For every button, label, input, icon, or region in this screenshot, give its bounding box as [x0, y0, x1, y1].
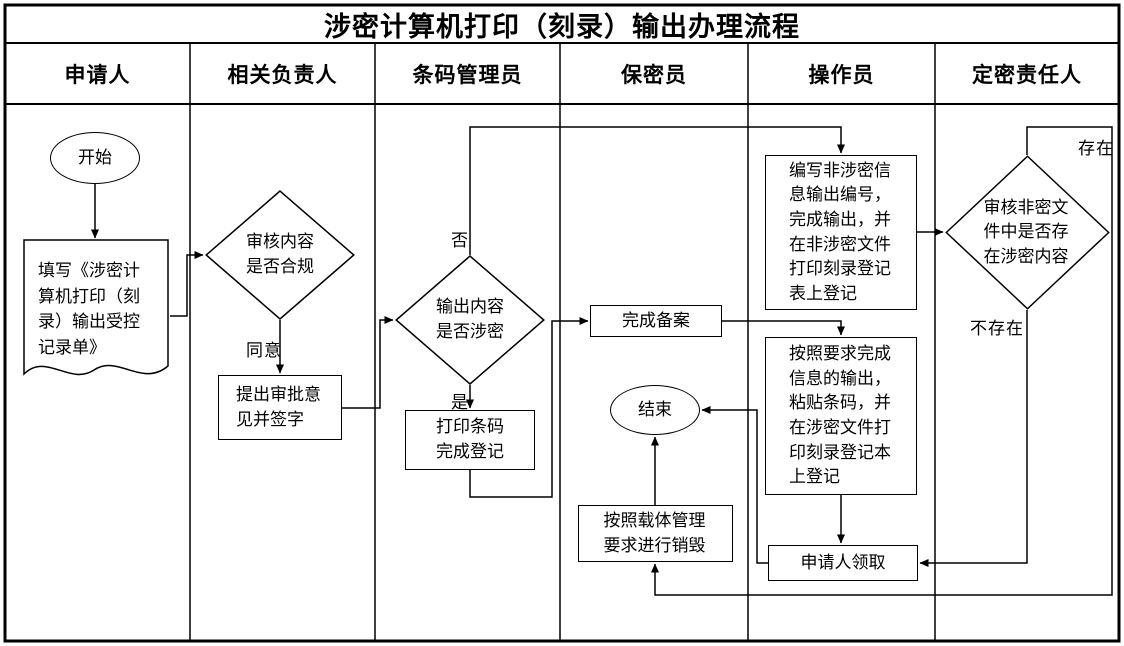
node-print-barcode: 打印条码完成登记 — [405, 410, 535, 470]
edge-approvalsign-to-isclassified — [342, 316, 394, 409]
node-print-barcode-label: 打印条码完成登记 — [436, 417, 504, 461]
node-fill-form-document: 填写《涉密计算机打印（刻录）输出受控记录单》 — [22, 238, 170, 394]
edge-label-exists: 存在 — [1078, 139, 1114, 158]
node-approval-sign-label: 提出审批意见并签字 — [236, 384, 321, 429]
edge-collect-to-end — [701, 406, 768, 564]
node-is-classified-decision: 输出内容是否涉密 — [395, 255, 545, 385]
edge-filing-to-classified-output — [722, 320, 845, 336]
node-review-compliance-label: 审核内容是否合规 — [246, 232, 314, 276]
diamond-shape-icon — [395, 255, 545, 385]
diamond-shape-icon — [945, 155, 1110, 310]
node-filing-label: 完成备案 — [622, 310, 690, 330]
node-end-terminator: 结束 — [610, 385, 700, 435]
lane-header-barcode-admin: 条码管理员 — [412, 63, 523, 87]
node-review-compliance-decision: 审核内容是否合规 — [205, 190, 355, 320]
lane-header-applicant: 申请人 — [64, 63, 131, 87]
node-review-secret-content-decision: 审核非密文件中是否存在涉密内容 — [945, 155, 1110, 310]
document-shape-icon — [23, 239, 169, 376]
node-nonclassified-output-label: 编写非涉密信息输出编号，完成输出，并在非涉密文件打印刻录登记表上登记 — [789, 160, 891, 303]
node-is-classified-label: 输出内容是否涉密 — [436, 297, 504, 341]
diamond-shape-icon — [205, 190, 355, 320]
node-applicant-collect-label: 申请人领取 — [800, 552, 886, 572]
lane-header-operator: 操作员 — [808, 63, 875, 87]
node-start-label: 开始 — [78, 147, 112, 167]
node-destroy: 按照载体管理要求进行销毁 — [578, 505, 733, 562]
node-classified-output-label: 按照要求完成信息的输出，粘贴条码，并在涉密文件打印刻录登记本上登记 — [789, 344, 891, 487]
outer-border — [3, 3, 1121, 643]
node-end-label: 结束 — [638, 399, 672, 419]
node-nonclassified-output: 编写非涉密信息输出编号，完成输出，并在非涉密文件打印刻录登记表上登记 — [765, 155, 917, 310]
node-classified-output: 按照要求完成信息的输出，粘贴条码，并在涉密文件打印刻录登记本上登记 — [765, 337, 917, 495]
node-fill-form-label: 填写《涉密计算机打印（刻录）输出受控记录单》 — [38, 261, 140, 357]
edge-label-yes: 是 — [451, 393, 469, 412]
edge-fillform-to-reviewcompliance — [170, 251, 204, 317]
lane-header-classifier: 定密责任人 — [972, 63, 1082, 87]
node-destroy-label: 按照载体管理要求进行销毁 — [603, 510, 706, 555]
edge-notexists-to-collect — [919, 310, 1028, 567]
node-applicant-collect: 申请人领取 — [768, 545, 918, 581]
edge-no-to-nonclassified-output — [469, 126, 845, 255]
node-start-terminator: 开始 — [50, 132, 140, 184]
node-review-secret-content-label: 审核非密文件中是否存在涉密内容 — [983, 197, 1069, 266]
edge-label-no: 否 — [451, 231, 469, 250]
page-title: 涉密计算机打印（刻录）输出办理流程 — [324, 11, 800, 42]
node-filing: 完成备案 — [590, 305, 722, 337]
edge-printbarcode-to-filing — [469, 317, 589, 498]
edge-label-agree: 同意 — [246, 341, 282, 360]
lane-header-security-officer: 保密员 — [621, 63, 687, 87]
lane-header-responsible: 相关负责人 — [227, 63, 338, 87]
edge-exists-to-destroy — [651, 126, 1113, 596]
edge-label-not-exists: 不存在 — [970, 319, 1024, 338]
node-approval-sign: 提出审批意见并签字 — [218, 375, 342, 440]
